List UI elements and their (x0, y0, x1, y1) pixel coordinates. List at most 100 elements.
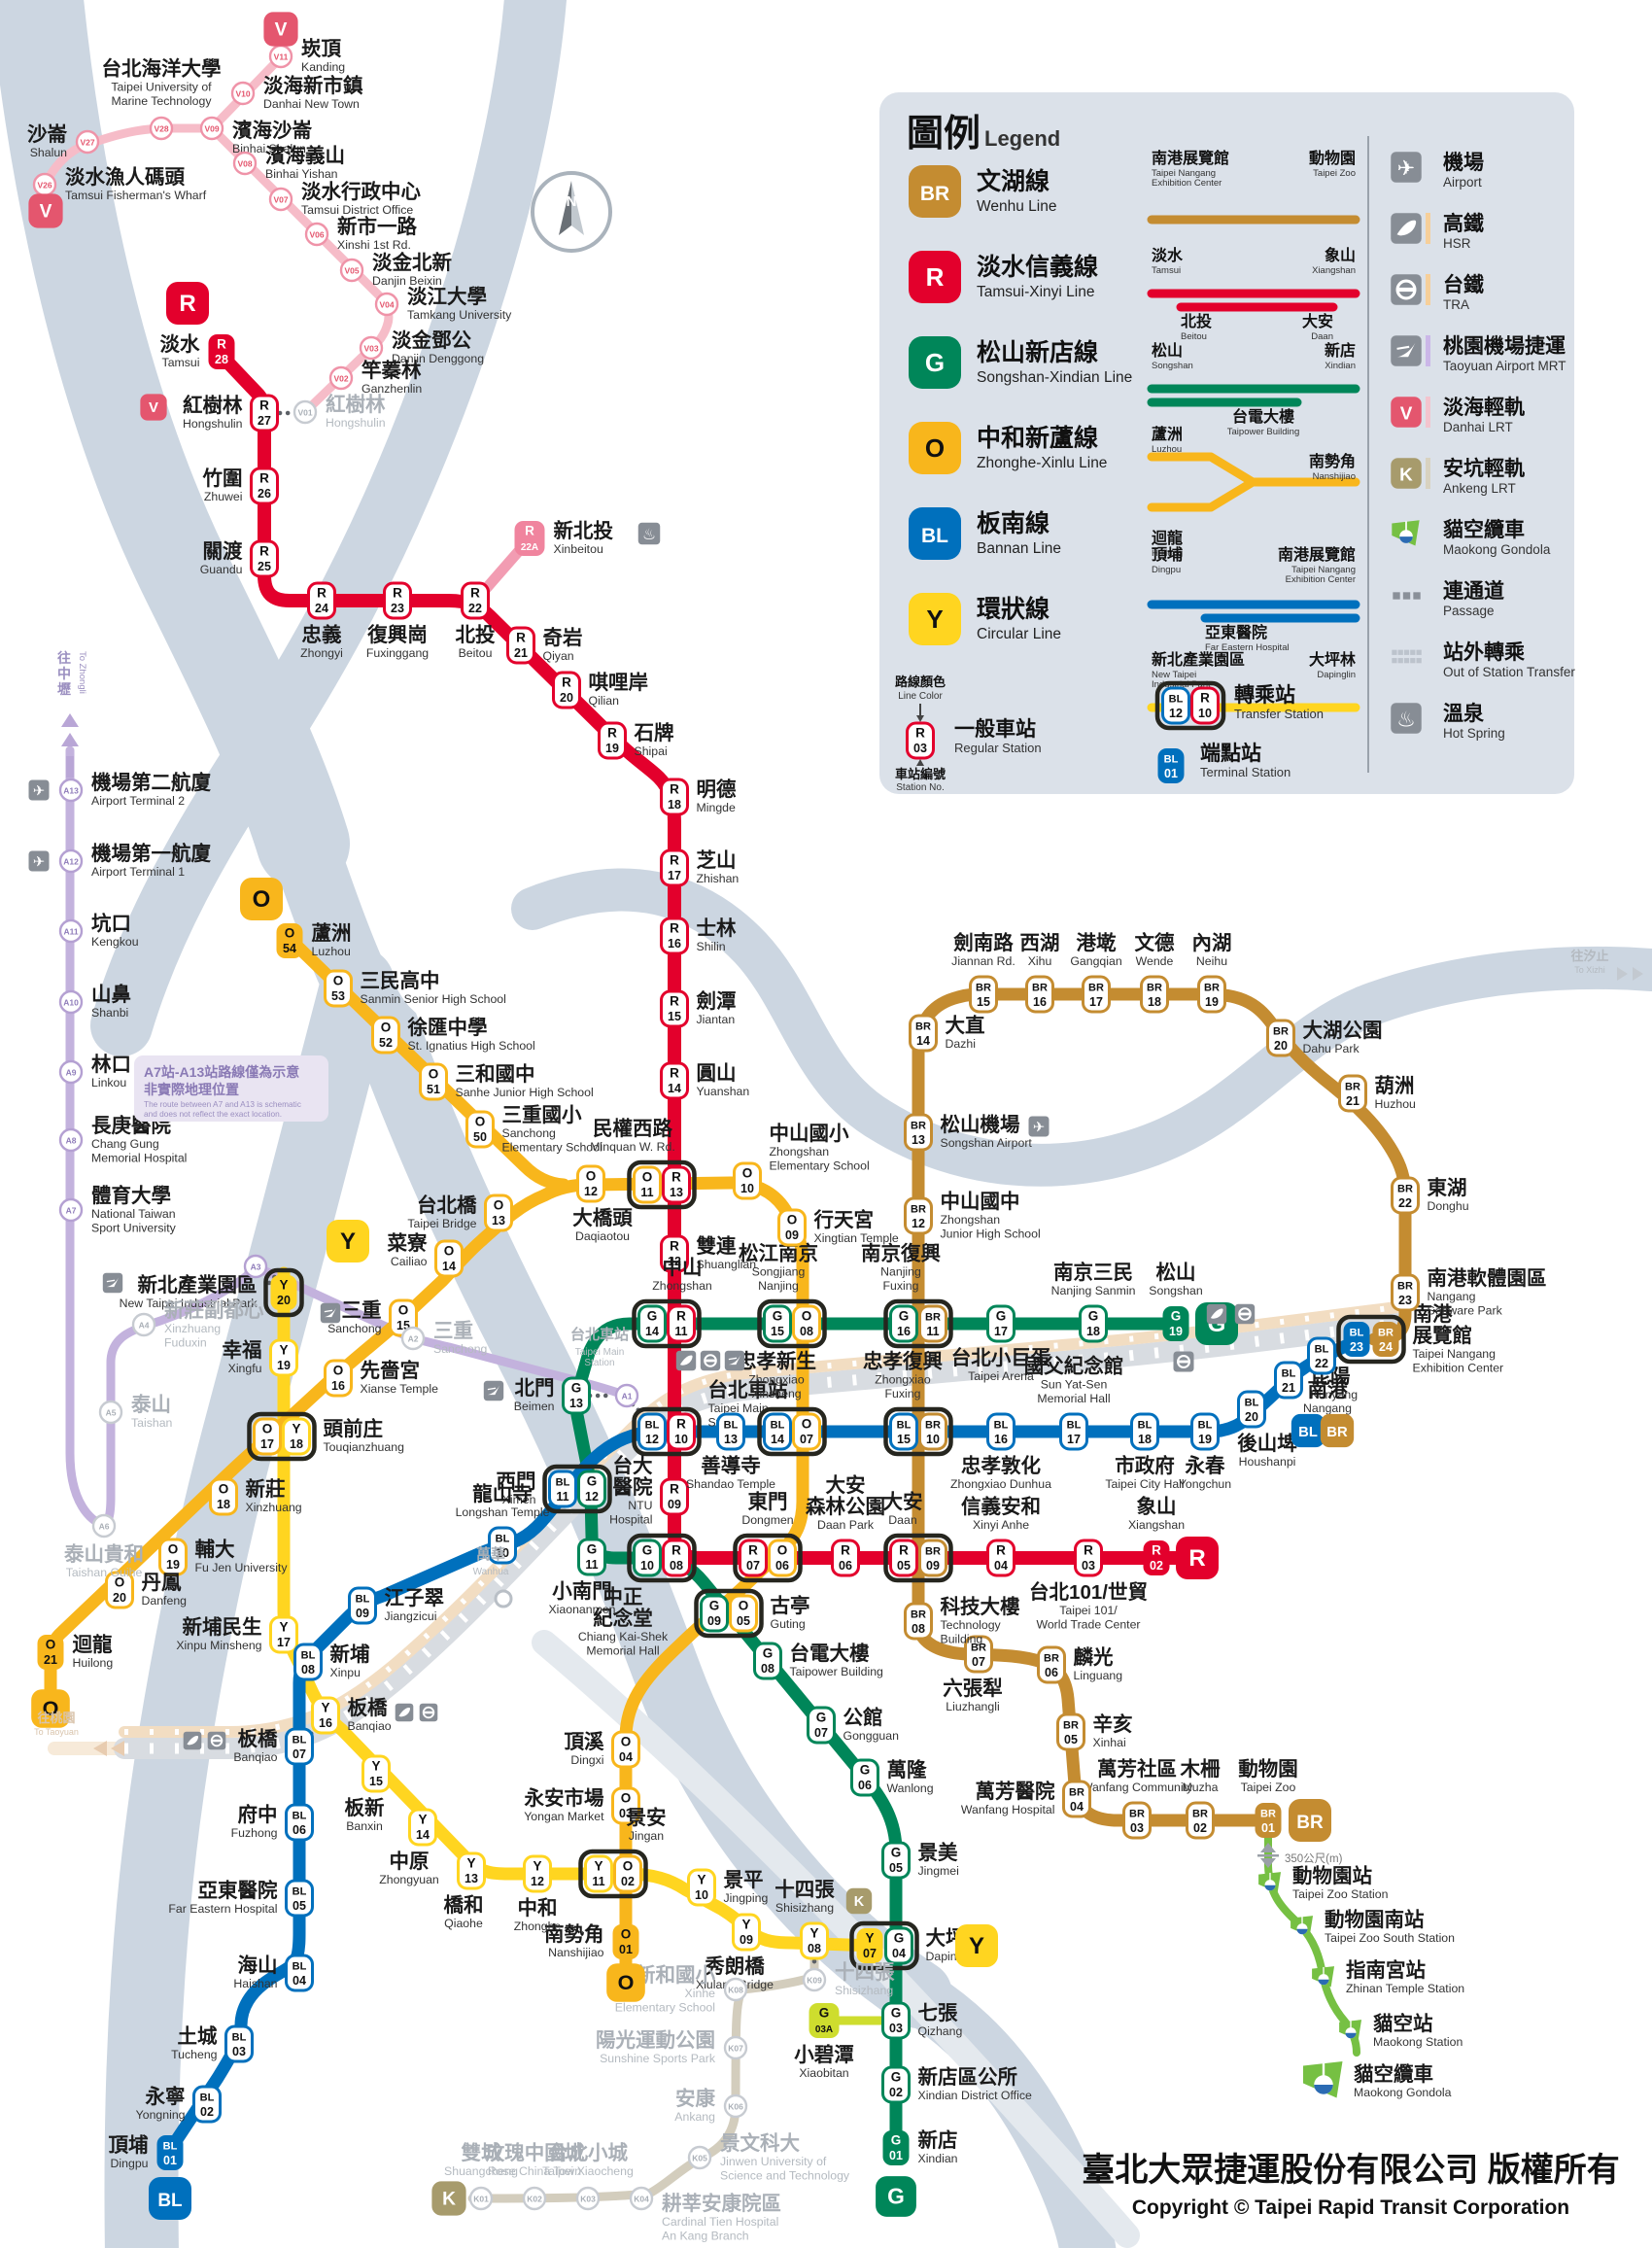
svg-text:19: 19 (277, 1359, 291, 1372)
svg-text:08: 08 (670, 1559, 683, 1573)
svg-text:O: O (739, 1599, 749, 1613)
svg-text:Station: Station (584, 1358, 614, 1368)
svg-text:辛亥: 辛亥 (1093, 1712, 1133, 1736)
svg-text:07: 07 (746, 1559, 760, 1573)
svg-text:信義安和: 信義安和 (961, 1495, 1041, 1518)
svg-text:新北產業園區: 新北產業園區 (138, 1273, 258, 1297)
svg-text:R: R (525, 524, 534, 538)
svg-text:Linkou: Linkou (91, 1076, 126, 1089)
svg-text:G: G (891, 1846, 902, 1860)
svg-text:BL: BL (496, 1534, 510, 1545)
svg-text:Shuanglian: Shuanglian (697, 1258, 757, 1271)
svg-text:中山: 中山 (663, 1256, 703, 1279)
svg-text:Banqiao: Banqiao (233, 1750, 277, 1764)
svg-text:07: 07 (293, 1747, 306, 1761)
svg-text:一般車站: 一般車站 (954, 717, 1036, 741)
svg-text:Maokong Gondola: Maokong Gondola (1354, 2086, 1452, 2099)
terminal-badge-R: R (1176, 1537, 1219, 1579)
gondola-icon (1392, 520, 1420, 546)
svg-text:Nanjing: Nanjing (880, 1265, 921, 1279)
K-icon: K (1391, 458, 1422, 489)
svg-text:G: G (925, 348, 945, 377)
plane-icon: ✈ (1028, 1116, 1050, 1137)
svg-text:NTU: NTU (628, 1499, 652, 1512)
svg-text:淡水: 淡水 (1152, 246, 1184, 264)
svg-text:大直: 大直 (946, 1014, 985, 1037)
svg-text:Xiaobitan: Xiaobitan (799, 2066, 848, 2080)
svg-text:小碧潭: 小碧潭 (794, 2043, 854, 2066)
svg-text:台鐵: 台鐵 (1443, 273, 1484, 296)
svg-text:BR: BR (911, 1609, 926, 1621)
svg-text:明德: 明德 (697, 778, 737, 801)
svg-text:Zhongyi: Zhongyi (300, 646, 343, 660)
svg-text:01: 01 (889, 2149, 903, 2162)
svg-text:壢: 壢 (57, 681, 71, 697)
svg-text:09: 09 (926, 1559, 940, 1573)
svg-text:V: V (149, 400, 158, 416)
svg-text:Taipei Nangang: Taipei Nangang (1291, 565, 1356, 575)
svg-text:O: O (253, 886, 271, 913)
svg-text:Jinwen University of: Jinwen University of (720, 2155, 827, 2168)
svg-text:Danhai LRT: Danhai LRT (1443, 420, 1513, 434)
station-南港 展覽館: BL23BR24南港展覽館Taipei NangangExhibition Ce… (1336, 1302, 1503, 1374)
svg-text:Dazhi: Dazhi (946, 1037, 976, 1051)
svg-text:08: 08 (808, 1942, 821, 1955)
svg-text:05: 05 (737, 1614, 750, 1628)
tra-icon (1173, 1351, 1194, 1372)
svg-text:11: 11 (585, 1558, 598, 1572)
legend-range (1147, 600, 1360, 623)
svg-text:板橋: 板橋 (238, 1727, 278, 1750)
svg-text:丹鳳: 丹鳳 (142, 1572, 182, 1594)
svg-text:Fuxing: Fuxing (885, 1387, 921, 1401)
terminal-badge-BR: BR (1320, 1413, 1355, 1448)
svg-text:G: G (642, 1543, 653, 1558)
svg-text:林口: 林口 (91, 1053, 131, 1076)
svg-text:南港軟體園區: 南港軟體園區 (1428, 1266, 1547, 1290)
svg-text:A5: A5 (106, 1408, 117, 1418)
svg-text:安康: 安康 (675, 2087, 715, 2110)
svg-text:Xinpu: Xinpu (330, 1666, 361, 1679)
svg-text:台北海洋大學: 台北海洋大學 (102, 57, 222, 81)
svg-text:50: 50 (473, 1130, 487, 1144)
svg-text:Sanchong: Sanchong (502, 1126, 557, 1140)
svg-text:Shipai: Shipai (635, 744, 668, 758)
svg-text:Qilian: Qilian (589, 694, 620, 708)
svg-text:Qiaohe: Qiaohe (444, 1917, 483, 1930)
svg-text:R: R (676, 1309, 686, 1324)
svg-text:G: G (709, 1599, 720, 1613)
svg-text:16: 16 (994, 1433, 1008, 1446)
svg-text:R: R (259, 398, 269, 413)
svg-text:Beitou: Beitou (1181, 331, 1207, 342)
svg-text:陽光運動公園: 陽光運動公園 (596, 2028, 715, 2052)
svg-text:BR: BR (1088, 983, 1104, 994)
svg-text:貓空纜車: 貓空纜車 (1354, 2062, 1433, 2086)
svg-text:Songshan Airport: Songshan Airport (941, 1136, 1033, 1150)
svg-text:Tamsui-Xinyi Line: Tamsui-Xinyi Line (977, 284, 1094, 300)
svg-text:11: 11 (592, 1875, 604, 1888)
svg-text:麟光: 麟光 (1074, 1645, 1115, 1669)
svg-text:BL: BL (897, 1420, 912, 1432)
svg-text:07: 07 (863, 1947, 877, 1960)
svg-text:04: 04 (892, 1947, 906, 1960)
svg-text:V08: V08 (237, 159, 252, 169)
svg-text:大安: 大安 (826, 1473, 866, 1497)
svg-text:17: 17 (1089, 995, 1103, 1009)
svg-text:Zhinan Temple Station: Zhinan Temple Station (1346, 1982, 1464, 1995)
svg-text:R: R (670, 853, 679, 868)
svg-text:台北小巨蛋: 台北小巨蛋 (951, 1346, 1051, 1369)
